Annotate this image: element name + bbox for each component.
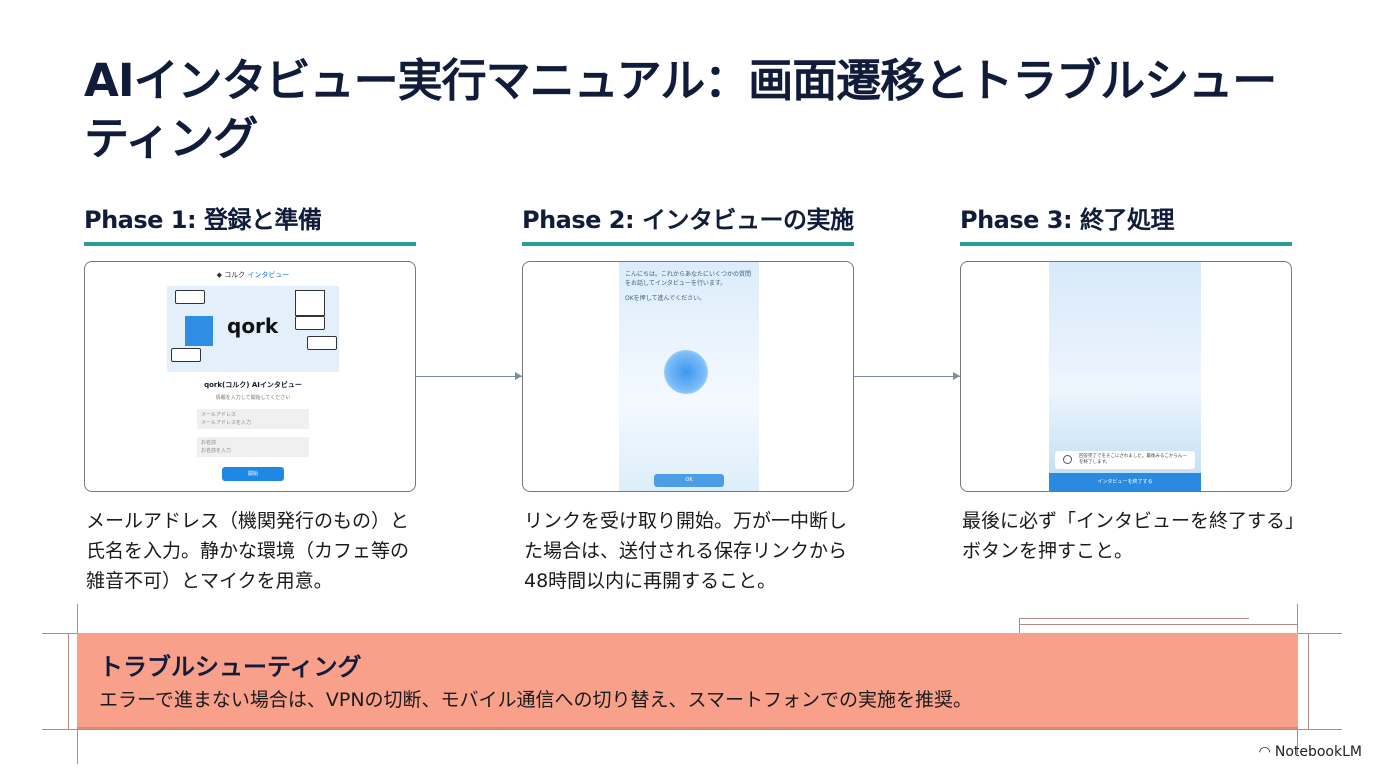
notebooklm-icon: ◠ bbox=[1258, 744, 1271, 760]
instruction-text: OKを押して進んでください。 bbox=[625, 295, 706, 302]
troubleshooting-text: エラーで進まない場合は、VPNの切断、モバイル通信への切り替え、スマートフォンで… bbox=[99, 689, 972, 711]
heading-underline bbox=[522, 242, 854, 246]
guide-line bbox=[68, 633, 69, 729]
troubleshooting-heading: トラブルシューティング bbox=[99, 653, 362, 681]
name-field[interactable]: お名前お名前を入力 bbox=[197, 437, 309, 457]
hero-illustration: qork bbox=[167, 286, 339, 372]
end-interview-button[interactable]: インタビューを終了する bbox=[1049, 473, 1201, 491]
completion-notice: 回答完了でをそこにざれました。最後みるこからんーを終了します。 bbox=[1055, 451, 1195, 469]
check-icon bbox=[1063, 455, 1072, 464]
arrow-icon bbox=[854, 372, 960, 380]
end-screenshot: 回答完了でをそこにざれました。最後みるこからんーを終了します。 インタビューを終… bbox=[960, 261, 1292, 492]
heading-underline bbox=[84, 242, 416, 246]
page-title: AIインタビュー実行マニュアル：画面遷移とトラブルシューティング bbox=[84, 54, 1277, 165]
interview-screenshot: こんにちは。これからあなたにいくつかの質問をお話してインタビューを行います。 OK… bbox=[522, 261, 854, 492]
phase-description: メールアドレス（機関発行のもの）と氏名を入力。静かな環境（カフェ等の雑音不可）と… bbox=[86, 510, 410, 592]
ok-button[interactable]: OK bbox=[654, 474, 724, 487]
guide-line bbox=[1308, 633, 1309, 729]
greeting-text: こんにちは。これからあなたにいくつかの質問をお話してインタビューを行います。 bbox=[625, 271, 752, 287]
voice-orb-icon bbox=[664, 350, 708, 394]
registration-screenshot: ◆ コルク インタビュー qork qork(コルク) AIインタビュー 情報を… bbox=[84, 261, 416, 492]
phase-3: Phase 3: 終了処理 回答完了でをそこにざれました。最後みるこからんーを終… bbox=[960, 200, 1295, 562]
form-title: qork(コルク) AIインタビュー bbox=[204, 381, 302, 389]
guide-line bbox=[1019, 618, 1020, 642]
heading-underline bbox=[960, 242, 1292, 246]
qork-logo: qork bbox=[227, 314, 279, 338]
phase-heading: Phase 3: 終了処理 bbox=[960, 206, 1174, 234]
arrow-icon bbox=[416, 372, 522, 380]
form-subtitle: 情報を入力して開始してください bbox=[215, 395, 291, 401]
notebooklm-logo: ◠NotebookLM bbox=[1258, 744, 1362, 760]
phase-description: 最後に必ず「インタビューを終了する」ボタンを押すこと。 bbox=[962, 510, 1295, 562]
troubleshooting-box: トラブルシューティング エラーで進まない場合は、VPNの切断、モバイル通信への切… bbox=[77, 633, 1298, 729]
email-field[interactable]: メールアドレスメールアドレスを入力 bbox=[197, 409, 309, 429]
phase-1: Phase 1: 登録と準備 ◆ コルク インタビュー qork qork(コル… bbox=[84, 200, 416, 592]
guide-line bbox=[42, 729, 1342, 730]
phase-heading: Phase 1: 登録と準備 bbox=[84, 206, 322, 234]
start-button[interactable]: 開始 bbox=[222, 467, 284, 481]
phase-description: リンクを受け取り開始。万が一中断した場合は、送付される保存リンクから48時間以内… bbox=[524, 510, 848, 592]
guide-line bbox=[1019, 624, 1297, 625]
phase-2: Phase 2: インタビューの実施 こんにちは。これからあなたにいくつかの質問… bbox=[522, 200, 854, 592]
brand: ◆ コルク インタビュー bbox=[216, 271, 290, 279]
phase-heading: Phase 2: インタビューの実施 bbox=[522, 206, 854, 234]
guide-line bbox=[1019, 618, 1249, 619]
